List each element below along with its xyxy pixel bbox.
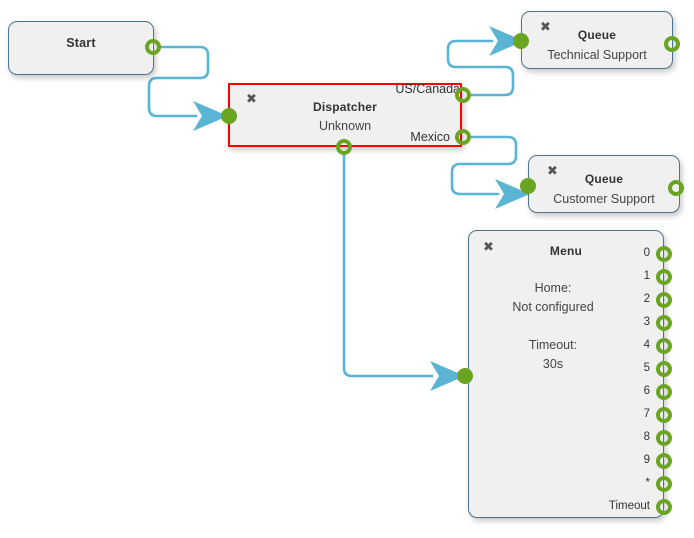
node-menu[interactable]: ✖ Menu Home: Not configured Timeout: 30s — [468, 230, 664, 518]
wire-dispatcher-to-menu — [342, 152, 434, 378]
port-menu-output-2[interactable] — [656, 292, 672, 308]
close-icon[interactable]: ✖ — [547, 164, 558, 179]
port-menu-output-7[interactable] — [656, 407, 672, 423]
menu-timeout-label: Timeout: — [528, 338, 578, 352]
port-queue-cust-input[interactable] — [520, 178, 536, 194]
port-menu-output-star[interactable] — [656, 476, 672, 492]
node-dispatcher[interactable]: ✖ Dispatcher Unknown — [228, 83, 462, 147]
node-queue-cust-subtitle: Customer Support — [553, 192, 655, 206]
port-dispatcher-output-default[interactable] — [336, 139, 352, 155]
port-menu-output-4[interactable] — [656, 338, 672, 354]
port-label-3: 3 — [643, 316, 650, 328]
port-label-8: 8 — [643, 431, 650, 443]
port-queue-tech-input[interactable] — [513, 33, 529, 49]
port-menu-input[interactable] — [457, 368, 473, 384]
port-menu-output-1[interactable] — [656, 269, 672, 285]
port-label-4: 4 — [643, 339, 650, 351]
port-label-mexico: Mexico — [410, 130, 450, 144]
port-menu-output-9[interactable] — [656, 453, 672, 469]
port-menu-output-5[interactable] — [656, 361, 672, 377]
node-queue-tech-subtitle: Technical Support — [547, 48, 647, 62]
port-label-us-canada: US/Canada — [395, 82, 460, 96]
port-dispatcher-output-mexico[interactable] — [455, 129, 471, 145]
port-label-1: 1 — [643, 270, 650, 282]
menu-home-value: Not configured — [512, 300, 594, 314]
port-label-0: 0 — [643, 247, 650, 259]
node-menu-body: Home: Not configured Timeout: 30s — [469, 279, 637, 374]
wire-start-to-dispatcher — [147, 45, 210, 118]
port-label-5: 5 — [643, 362, 650, 374]
close-icon[interactable]: ✖ — [483, 240, 494, 255]
menu-timeout-value: 30s — [542, 357, 564, 371]
port-label-7: 7 — [643, 408, 650, 420]
port-menu-output-timeout[interactable] — [656, 499, 672, 515]
port-menu-output-3[interactable] — [656, 315, 672, 331]
port-label-2: 2 — [643, 293, 650, 305]
port-label-9: 9 — [643, 454, 650, 466]
port-queue-tech-output[interactable] — [664, 36, 680, 52]
node-queue-technical-support[interactable]: ✖ Queue Technical Support — [521, 11, 673, 69]
close-icon[interactable]: ✖ — [246, 92, 257, 107]
menu-home-label: Home: — [534, 281, 572, 295]
node-dispatcher-title: Dispatcher — [312, 100, 378, 114]
port-menu-output-6[interactable] — [656, 384, 672, 400]
node-menu-title: Menu — [549, 244, 583, 258]
port-dispatcher-output-us-canada[interactable] — [455, 87, 471, 103]
port-menu-output-0[interactable] — [656, 246, 672, 262]
node-queue-cust-title: Queue — [584, 172, 624, 186]
port-label-6: 6 — [643, 385, 650, 397]
port-label-timeout: Timeout — [608, 500, 650, 512]
port-start-output[interactable] — [145, 39, 161, 55]
port-queue-cust-output[interactable] — [668, 180, 684, 196]
port-label-star: * — [645, 477, 650, 489]
node-dispatcher-subtitle: Unknown — [318, 119, 372, 133]
node-queue-customer-support[interactable]: ✖ Queue Customer Support — [528, 155, 680, 213]
port-dispatcher-input[interactable] — [221, 108, 237, 124]
node-start[interactable]: Start — [8, 21, 154, 75]
node-queue-tech-title: Queue — [577, 28, 617, 42]
close-icon[interactable]: ✖ — [540, 20, 551, 35]
port-menu-output-8[interactable] — [656, 430, 672, 446]
node-start-title: Start — [66, 36, 96, 50]
